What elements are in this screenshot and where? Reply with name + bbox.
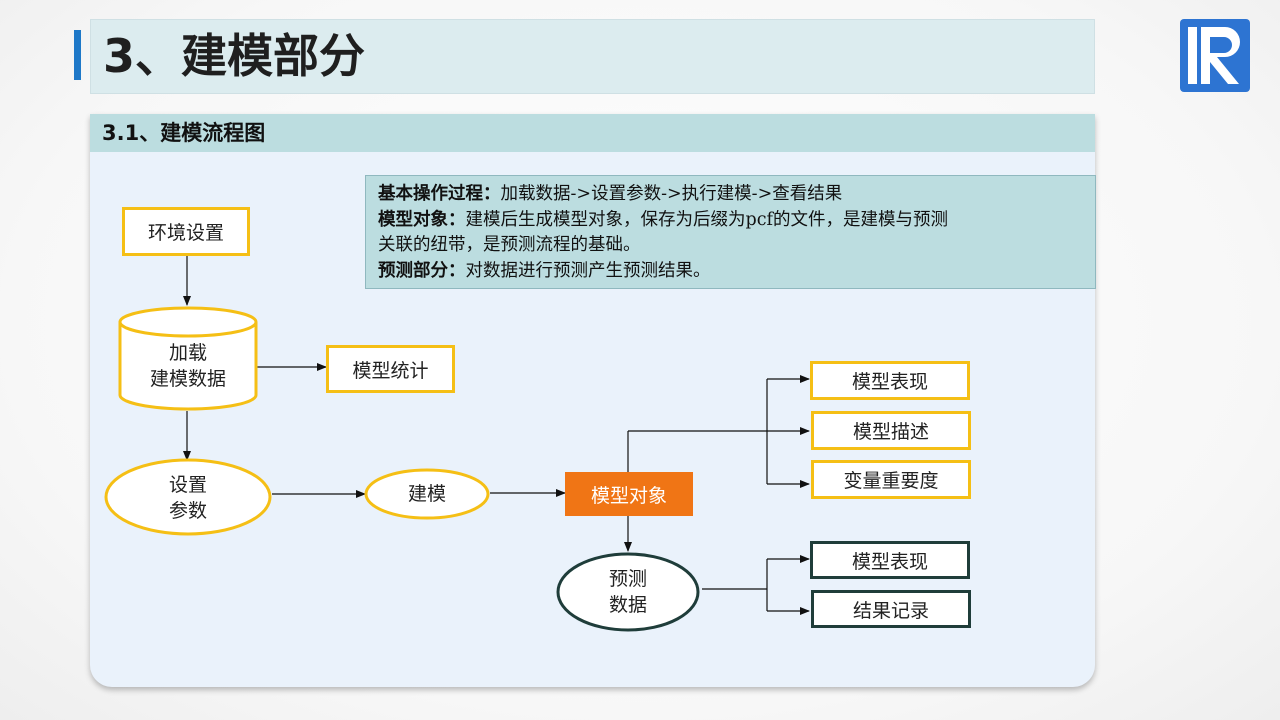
build-ellipse <box>364 468 490 520</box>
model-description-box: 模型描述 <box>811 411 971 450</box>
note-line-1: 基本操作过程：加载数据->设置参数->执行建模->查看结果 <box>378 184 843 204</box>
params-ellipse <box>104 458 272 536</box>
flow-connectors <box>104 255 810 632</box>
variable-importance-box: 变量重要度 <box>811 460 971 499</box>
note-line-4: 预测部分：对数据进行预测产生预测结果。 <box>378 260 711 281</box>
section-header: 3.1、建模流程图 <box>90 114 1095 152</box>
section-title: 3.1、建模流程图 <box>102 121 266 145</box>
note-line-3: 关联的纽带，是预测流程的基础。 <box>378 235 641 255</box>
prediction-performance-box: 模型表现 <box>810 541 970 579</box>
model-stats-box: 模型统计 <box>326 345 455 393</box>
page-title: 3、建模部分 <box>103 29 366 83</box>
env-setup-box: 环境设置 <box>122 207 250 256</box>
description-note: 基本操作过程：加载数据->设置参数->执行建模->查看结果 模型对象：建模后生成… <box>365 175 1096 289</box>
title-bar: 3、建模部分 <box>90 19 1095 94</box>
brand-logo-icon <box>1180 19 1250 92</box>
load-data-cylinder <box>118 306 258 411</box>
build-label: 建模 <box>407 483 446 505</box>
predict-label: 预测 数据 <box>608 568 647 616</box>
params-label: 设置 参数 <box>168 474 207 522</box>
predict-ellipse <box>556 552 700 632</box>
model-object-box: 模型对象 <box>565 472 693 516</box>
title-accent-bar <box>74 30 81 80</box>
note-line-2: 模型对象：建模后生成模型对象，保存为后缀为pcf的文件，是建模与预测 <box>378 209 948 230</box>
result-log-box: 结果记录 <box>811 590 971 628</box>
content-panel: 3.1、建模流程图 基本操作过程：加载数据->设置参数->执行建模->查看结果 … <box>90 114 1096 687</box>
load-data-label: 加载 建模数据 <box>149 342 226 390</box>
model-performance-box: 模型表现 <box>810 361 970 400</box>
